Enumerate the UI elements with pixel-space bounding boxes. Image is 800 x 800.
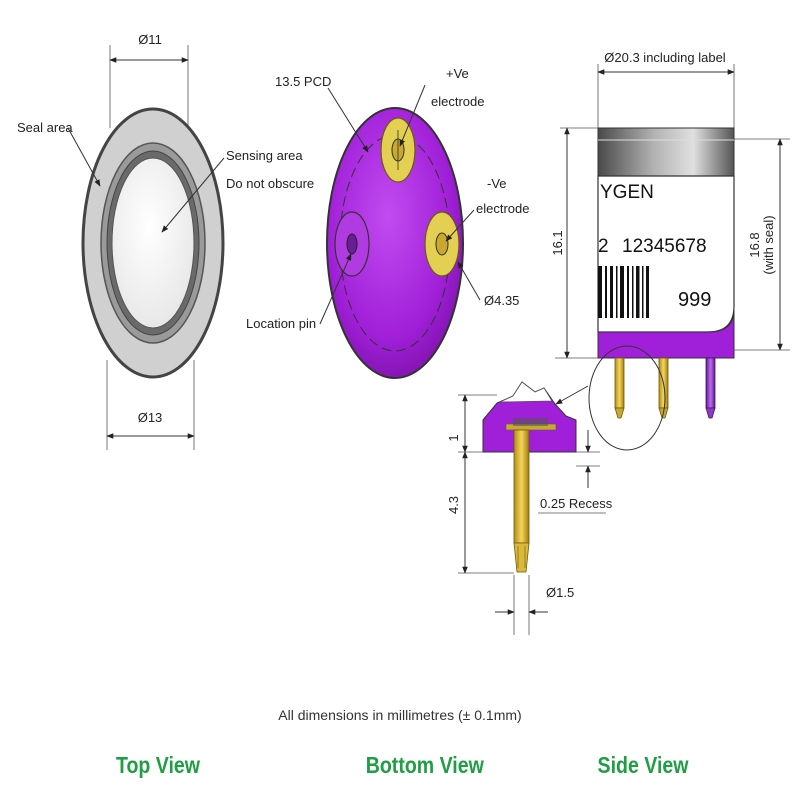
side-view: Ø20.3 including label YGEN 2 12345678 99… xyxy=(446,50,790,635)
recess-label: 0.25 Recess xyxy=(540,496,613,511)
dimensions-note: All dimensions in millimetres (± 0.1mm) xyxy=(278,707,522,723)
pin-dia-label: Ø4.35 xyxy=(484,293,519,308)
neg-electrode-label-1: -Ve xyxy=(487,176,507,191)
sensing-area xyxy=(111,157,195,329)
sensor-cap xyxy=(597,127,735,177)
bottom-view-title: Bottom View xyxy=(365,752,484,778)
label-batch: 999 xyxy=(678,289,711,311)
label-serial: 12345678 xyxy=(622,236,707,257)
location-pin-label: Location pin xyxy=(246,316,316,331)
pcd-label: 13.5 PCD xyxy=(275,74,331,89)
do-not-obscure-label: Do not obscure xyxy=(226,176,314,191)
sensing-area-label: Sensing area xyxy=(226,148,303,163)
pin-detail: 1 4.3 0.25 Recess Ø1.5 xyxy=(446,381,613,635)
detail-dim-4-3: 4.3 xyxy=(446,496,461,514)
detail-dim-1: 1 xyxy=(446,434,461,441)
height-16-8: 16.8 xyxy=(747,232,762,257)
top-view-title: Top View xyxy=(115,752,200,778)
top-dim-13: Ø13 xyxy=(138,410,163,425)
height-with-seal: (with seal) xyxy=(761,215,776,274)
side-dim-width: Ø20.3 including label xyxy=(604,50,726,65)
label-code-a: 2 xyxy=(598,236,609,257)
pos-electrode-label-1: +Ve xyxy=(446,66,469,81)
pos-electrode-label-2: electrode xyxy=(431,94,484,109)
neg-electrode-label-2: electrode xyxy=(476,201,529,216)
top-view: Ø11 Seal area Sensing area Do not obscur… xyxy=(17,32,314,450)
pin-width-label: Ø1.5 xyxy=(546,585,574,600)
side-pin-3 xyxy=(705,357,716,409)
top-dim-11: Ø11 xyxy=(138,32,162,47)
seal-area-label: Seal area xyxy=(17,120,73,135)
barcode xyxy=(598,266,649,318)
side-view-title: Side View xyxy=(597,752,689,778)
height-16-1: 16.1 xyxy=(550,230,565,255)
side-pin-1 xyxy=(614,357,625,409)
bottom-view: 13.5 PCD +Ve electrode -Ve electrode Ø4.… xyxy=(246,66,529,379)
detail-pin xyxy=(513,429,530,544)
detail-circle xyxy=(588,345,666,451)
label-gas-name: YGEN xyxy=(600,182,654,203)
bottom-body xyxy=(326,107,464,379)
